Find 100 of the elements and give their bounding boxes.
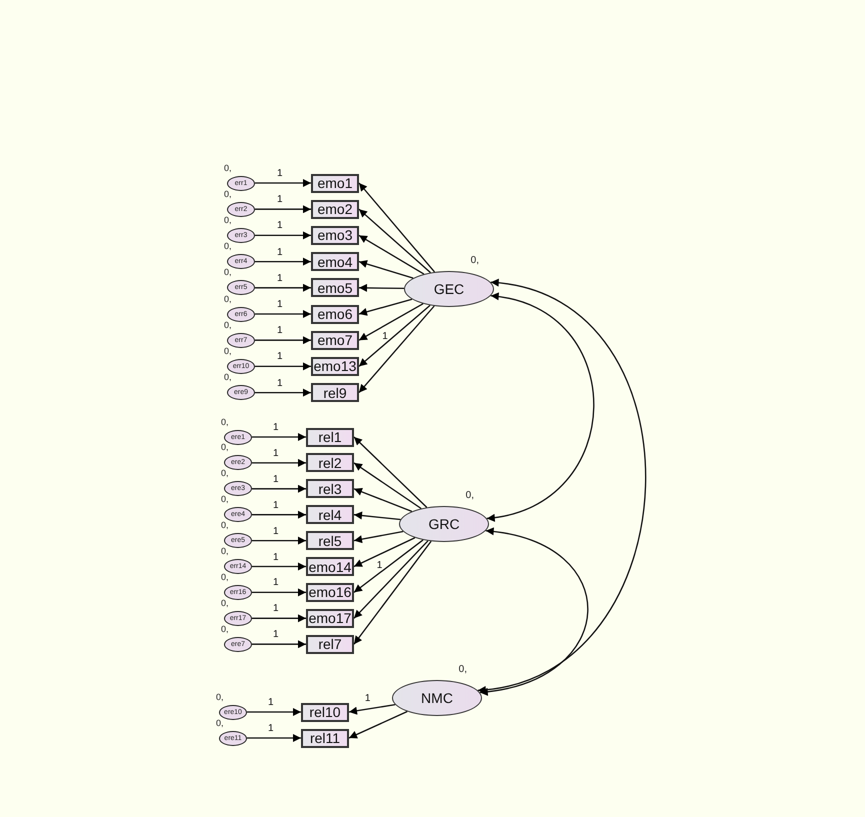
path-arrow xyxy=(252,614,306,622)
variance-label: 0, xyxy=(216,718,224,728)
variable-name: rel2 xyxy=(318,456,342,470)
variable-name: emo17 xyxy=(308,611,352,626)
edge-label: 1 xyxy=(273,578,279,588)
path-arrow xyxy=(354,512,400,520)
indicator-box xyxy=(306,634,354,654)
variance-label: 0, xyxy=(221,521,229,530)
edge-label: 1 xyxy=(277,274,283,284)
variable-name: emo2 xyxy=(317,202,353,216)
edge-label: 1 xyxy=(273,423,279,433)
variance-label: 0, xyxy=(221,469,229,478)
variable-name: rel5 xyxy=(318,534,342,548)
path-arrow xyxy=(247,708,301,716)
indicator-box xyxy=(311,304,359,324)
path-arrow xyxy=(354,537,416,568)
path-arrow xyxy=(255,284,311,292)
path-arrow xyxy=(354,540,428,619)
path-arrow xyxy=(247,734,301,742)
variable-name: rel4 xyxy=(318,508,342,522)
edge-label: 1 xyxy=(364,694,370,704)
variable-name: emo13 xyxy=(314,359,356,374)
path-arrow xyxy=(354,436,428,508)
path-arrow xyxy=(255,310,311,318)
path-arrow xyxy=(353,540,432,645)
path-arrow xyxy=(358,298,412,316)
variable-name: GRC xyxy=(428,517,460,531)
variance-label: 0, xyxy=(224,242,232,252)
path-arrow xyxy=(252,640,306,648)
variable-name: emo5 xyxy=(317,280,353,295)
path-arrow xyxy=(255,231,311,240)
path-arrow xyxy=(359,284,404,292)
edge-label: 1 xyxy=(277,352,283,362)
indicator-box xyxy=(311,278,359,298)
indicator-box xyxy=(301,728,349,748)
indicator-box xyxy=(306,428,354,446)
path-arrow xyxy=(358,303,424,341)
path-arrow xyxy=(358,182,436,272)
edge-label: 1 xyxy=(277,378,283,389)
indicator-box xyxy=(311,226,359,245)
path-arrow xyxy=(348,704,396,715)
indicator-box xyxy=(311,383,359,402)
indicator-box xyxy=(306,531,354,550)
path-arrow xyxy=(255,388,311,397)
variance-label: 0, xyxy=(224,346,232,356)
variance-label: 0, xyxy=(221,418,229,426)
variance-label: 0, xyxy=(221,572,229,582)
path-arrow xyxy=(354,488,412,512)
path-arrow xyxy=(252,484,306,493)
path-arrow xyxy=(252,458,306,467)
path-arrow xyxy=(252,536,306,545)
indicator-box xyxy=(311,174,359,192)
path-arrow xyxy=(358,306,435,394)
edge-label: 1 xyxy=(277,248,283,258)
path-arrow xyxy=(358,304,430,367)
variance-label: 0, xyxy=(224,268,232,278)
variance-label: 0, xyxy=(224,190,232,199)
indicator-box xyxy=(301,702,349,722)
edge-label: 1 xyxy=(376,560,382,571)
variable-name: rel11 xyxy=(310,731,340,745)
variable-name: rel9 xyxy=(323,386,347,400)
indicator-box xyxy=(306,479,354,498)
covariance-arrow xyxy=(480,528,588,696)
path-arrow xyxy=(354,462,422,510)
path-arrow xyxy=(255,205,311,214)
covariance-arrow xyxy=(486,293,594,521)
path-arrow xyxy=(255,258,311,266)
edge-label: 1 xyxy=(277,326,283,336)
path-arrow xyxy=(348,710,408,739)
path-arrow xyxy=(252,510,306,519)
indicator-box xyxy=(311,200,359,219)
covariance-arrow xyxy=(478,280,646,693)
indicator-box xyxy=(311,252,359,272)
variance-label: 0, xyxy=(216,692,224,702)
variance-label: 0, xyxy=(221,495,229,504)
indicator-box xyxy=(306,505,354,524)
edge-label: 1 xyxy=(273,604,279,614)
path-arrow xyxy=(255,336,311,344)
edge-label: 1 xyxy=(273,500,279,511)
indicator-box xyxy=(311,330,359,350)
edge-label: 1 xyxy=(273,552,279,562)
variable-name: emo16 xyxy=(308,585,352,600)
variable-name: emo3 xyxy=(317,228,353,242)
edge-label: 1 xyxy=(277,300,283,310)
edge-label: 1 xyxy=(277,169,283,179)
edge-label: 1 xyxy=(273,448,279,459)
variance-label: 0, xyxy=(221,598,229,608)
variance-label: 0, xyxy=(224,373,232,382)
edge-label: 1 xyxy=(268,724,274,734)
edge-label: 1 xyxy=(277,221,283,232)
path-arrow xyxy=(255,362,311,370)
variance-label: 0, xyxy=(221,443,229,452)
variance-label: 0, xyxy=(470,256,479,266)
edge-label: 1 xyxy=(273,630,279,640)
variance-label: 0, xyxy=(224,164,232,172)
path-arrow xyxy=(252,562,306,570)
variance-label: 0, xyxy=(221,547,229,556)
variable-name: rel1 xyxy=(318,430,342,444)
path-arrow xyxy=(358,234,424,275)
variable-name: emo14 xyxy=(308,560,352,574)
